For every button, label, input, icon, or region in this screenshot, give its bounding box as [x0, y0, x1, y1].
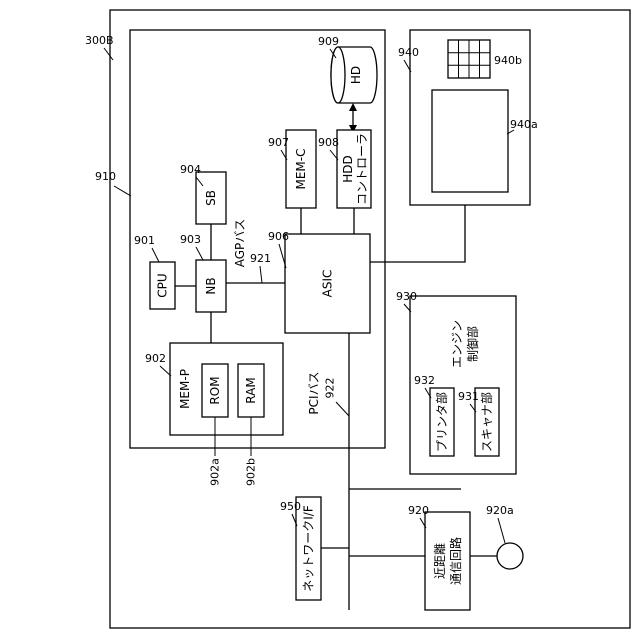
pci-bus-label: PCIバス — [307, 371, 321, 414]
network-if-ref: 950 — [280, 500, 301, 513]
asic-ref: 906 — [268, 230, 289, 243]
hdd-controller-ref: 908 — [318, 136, 339, 149]
nb-label: NB — [204, 277, 218, 294]
short-range-ref: 920 — [408, 504, 429, 517]
nb-ref: 903 — [180, 233, 201, 246]
system-ref: 300B — [85, 34, 114, 47]
scanner-unit-ref: 931 — [458, 390, 479, 403]
controller-ref: 910 — [95, 170, 116, 183]
short-range-box — [425, 512, 470, 610]
agp-bus-label: AGPバス — [233, 219, 247, 268]
network-if-label: ネットワークI/F — [302, 505, 316, 592]
antenna-icon — [497, 543, 523, 569]
antenna-ref: 920a — [486, 504, 514, 517]
panel-display-ref: 940a — [510, 118, 538, 131]
cpu-ref: 901 — [134, 234, 155, 247]
engine-control-label-2: 制御部 — [465, 326, 480, 362]
engine-control-ref: 930 — [396, 290, 417, 303]
key-grid-ref: 940b — [494, 54, 522, 67]
printer-unit-ref: 932 — [414, 374, 435, 387]
cpu-label: CPU — [156, 273, 170, 297]
hdd-controller-label-1: HDD — [341, 155, 355, 183]
hd-ref: 909 — [318, 35, 339, 48]
hdd-controller-label-2: コントローラ — [355, 133, 369, 205]
asic-label: ASIC — [321, 270, 335, 298]
printer-unit-label: プリンタ部 — [434, 392, 449, 452]
memc-ref: 907 — [268, 136, 289, 149]
engine-control-label-1: エンジン — [450, 320, 464, 368]
short-range-label-1: 近距離 — [433, 543, 447, 579]
operation-panel-ref: 940 — [398, 46, 419, 59]
ram-label: RAM — [244, 377, 258, 403]
memp-label: MEM-P — [178, 369, 192, 409]
memp-ref: 902 — [145, 352, 166, 365]
sb-ref: 904 — [180, 163, 201, 176]
memc-label: MEM-C — [294, 149, 308, 190]
sb-label: SB — [204, 190, 218, 206]
short-range-label-2: 通信回路 — [448, 537, 463, 585]
agp-bus-ref: 921 — [250, 252, 271, 265]
pci-bus-ref: 922 — [324, 378, 337, 399]
scanner-unit-label: スキャナ部 — [479, 392, 494, 452]
rom-ref: 902a — [209, 458, 222, 486]
panel-display — [432, 90, 508, 192]
ram-ref: 902b — [245, 458, 258, 486]
hd-label: HD — [349, 66, 363, 84]
rom-label: ROM — [208, 376, 222, 404]
